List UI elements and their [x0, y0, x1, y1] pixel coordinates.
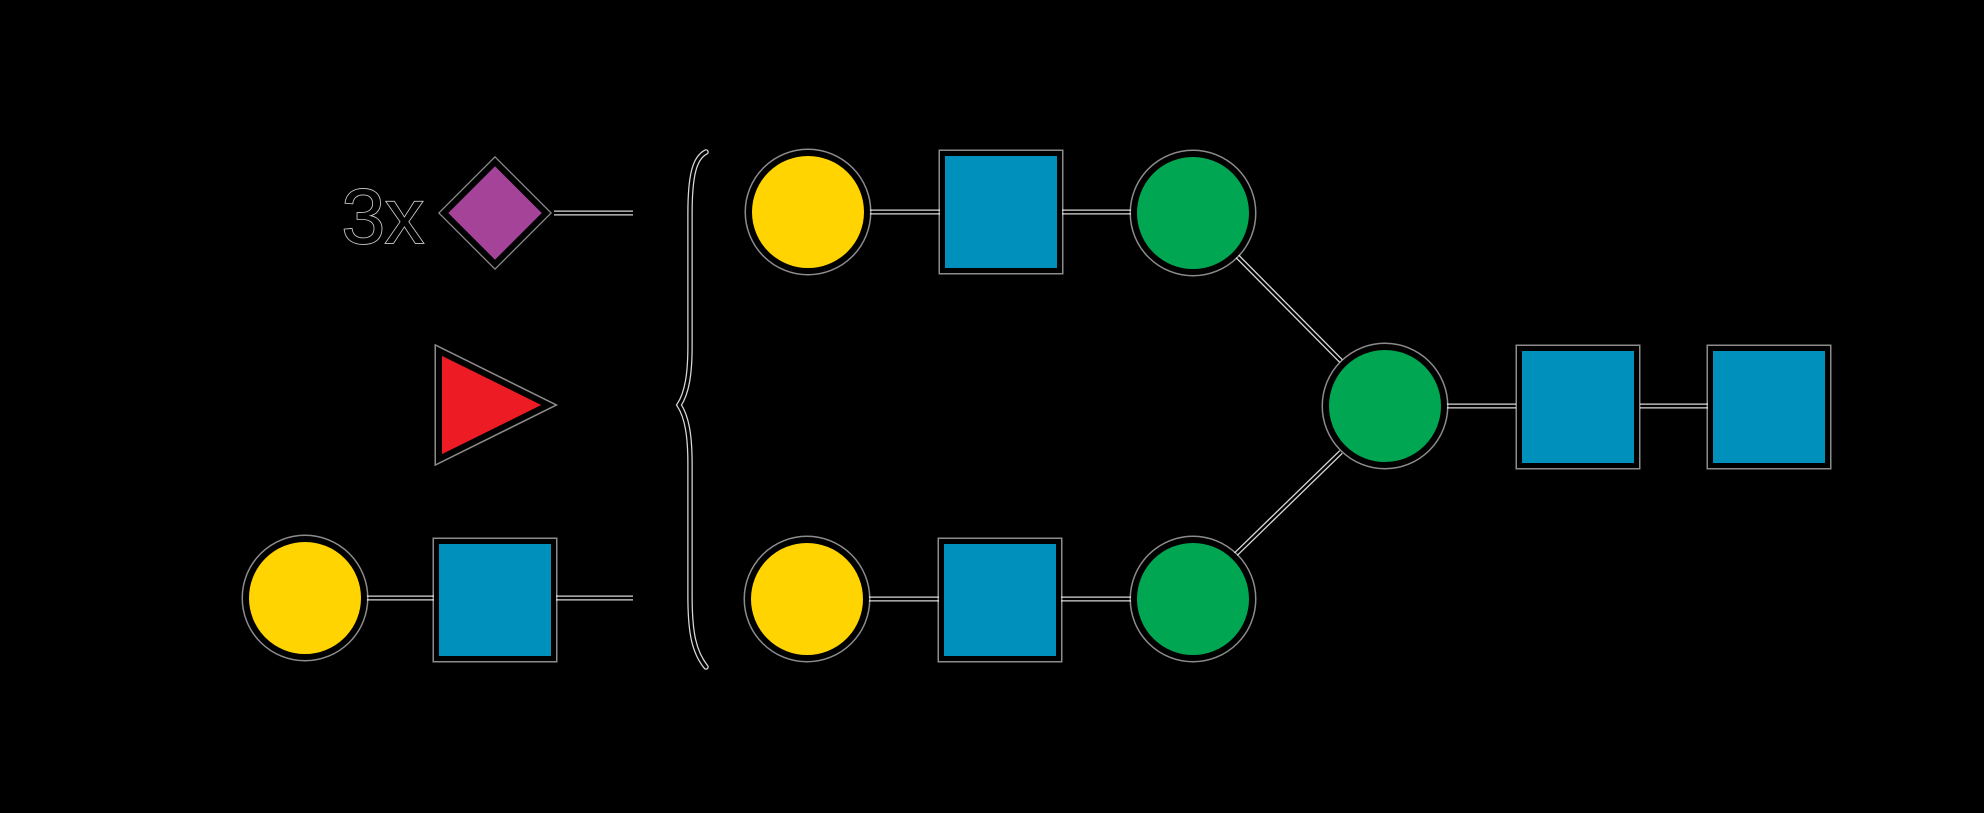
red-triangle-node [434, 343, 559, 467]
purple-diamond-node [437, 155, 553, 271]
yellow-circle-node [743, 535, 871, 663]
multiplier-label: 3x [342, 172, 424, 260]
green-circle-node [1129, 149, 1257, 277]
blue-square-node [1706, 344, 1832, 470]
green-circle-node [1129, 535, 1257, 663]
yellow-circle-node [744, 148, 872, 276]
branch-line [1232, 450, 1343, 558]
blue-square-node [938, 149, 1064, 275]
blue-square-node [432, 537, 558, 663]
branch-line [1232, 251, 1343, 363]
yellow-circle-node [241, 534, 369, 662]
blue-square-node [1515, 344, 1641, 470]
green-circle-node [1321, 342, 1449, 470]
brace-bracket [675, 149, 709, 670]
blue-square-node [937, 537, 1063, 663]
